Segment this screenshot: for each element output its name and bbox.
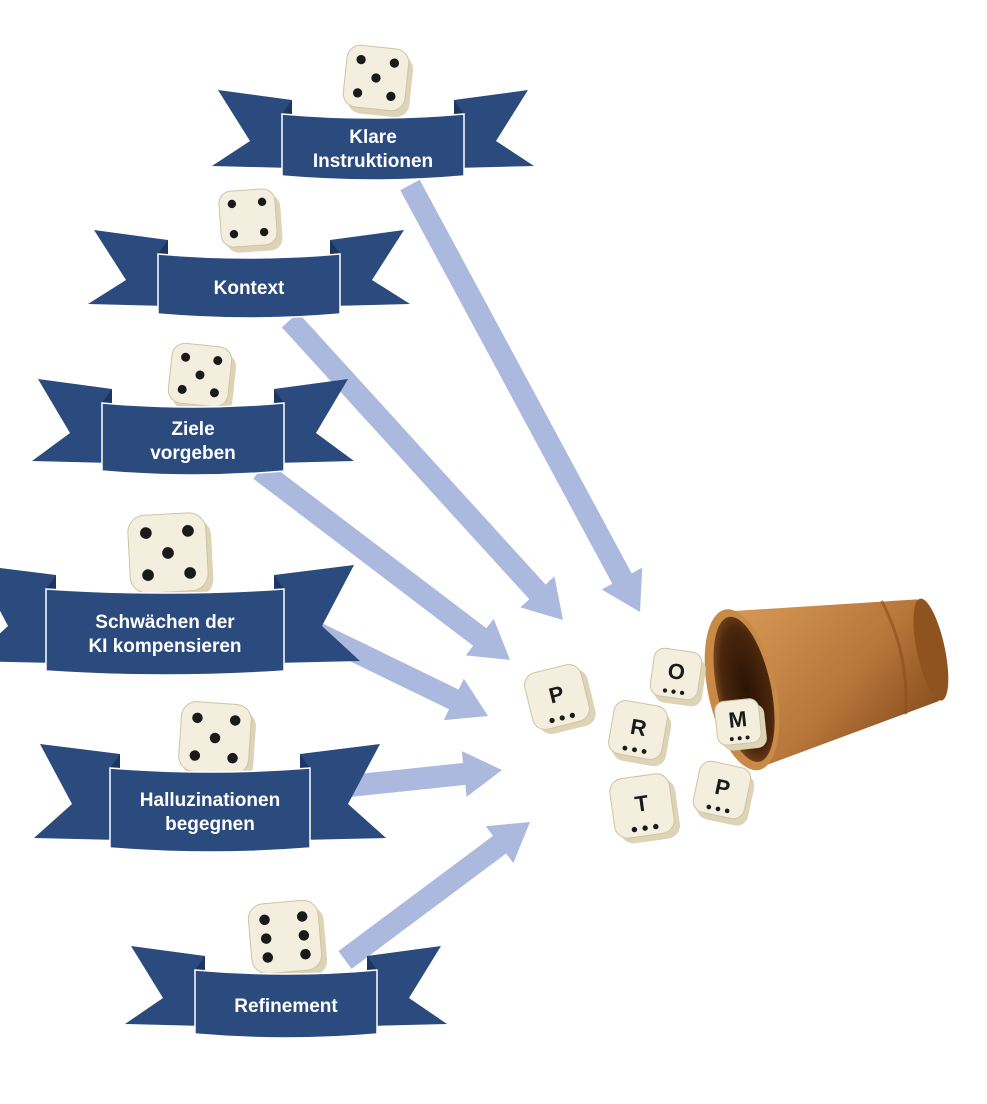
letter-die-m-icon: M [714,698,767,751]
banner-label-line: vorgeben [150,443,236,464]
banner-panel [281,113,465,181]
letter-die-label: P [713,774,733,802]
banner-right-wing [274,565,360,663]
banner-left-wing [88,230,168,306]
arrow-5 [328,751,502,799]
letter-die-label: R [628,714,648,741]
banner-label-line: Klare [349,127,397,148]
banner-right-wing [367,946,447,1026]
banner-label-line: Ziele [171,419,214,440]
banner-label-line: Refinement [234,996,338,1017]
letter-die-p-icon: P [524,664,596,735]
arrow-3 [253,461,510,660]
banner-label-line: Halluzinationen [140,790,280,811]
banner-label-line: Schwächen der [95,612,235,633]
letter-die-p-icon: P [692,760,755,826]
letter-die-o-icon: O [649,647,706,707]
letter-die-label: O [666,658,686,685]
banner-left-wing [32,379,112,463]
banner-halluzinationen: Halluzinationen begegnen [34,701,386,853]
banner-ziele-vorgeben: Ziele vorgeben [32,342,354,476]
banner-label-line: Instruktionen [313,151,433,172]
die-four-icon [218,188,283,253]
arrow-6 [338,822,530,969]
banner-refinement: Refinement [125,899,447,1039]
arrows-group [253,179,643,969]
die-six-icon [247,899,328,980]
banner-left-wing [0,568,56,663]
die-five-icon [178,701,256,781]
letter-die-label: P [546,681,566,709]
banner-label-line: Kontext [214,278,285,299]
banner-left-wing [125,946,205,1026]
letter-dice-group: P R O M P T [524,647,767,844]
banner-label-line: begegnen [165,814,255,835]
banner-right-wing [300,744,386,840]
letter-die-r-icon: R [608,700,672,767]
banner-right-wing [330,230,410,306]
banner-right-wing [274,379,354,463]
banner-panel [45,588,285,676]
die-five-icon [127,512,214,599]
banner-panel [157,253,341,319]
letter-die-t-icon: T [609,773,680,844]
letter-die-label: M [727,706,748,733]
banner-panel [109,767,311,853]
banner-kontext: Kontext [88,188,410,319]
banner-schwaechen: Schwächen der KI kompensieren [0,512,360,676]
die-five-icon [342,44,414,118]
banner-right-wing [454,90,534,168]
banner-panel [101,402,285,476]
banner-label-line: KI kompensieren [88,636,241,657]
banner-left-wing [212,90,292,168]
arrow-1 [400,179,643,612]
banner-panel [194,969,378,1039]
letter-die-label: T [633,790,650,817]
arrow-2 [281,312,563,620]
banner-left-wing [34,744,120,840]
die-five-icon [167,342,237,414]
